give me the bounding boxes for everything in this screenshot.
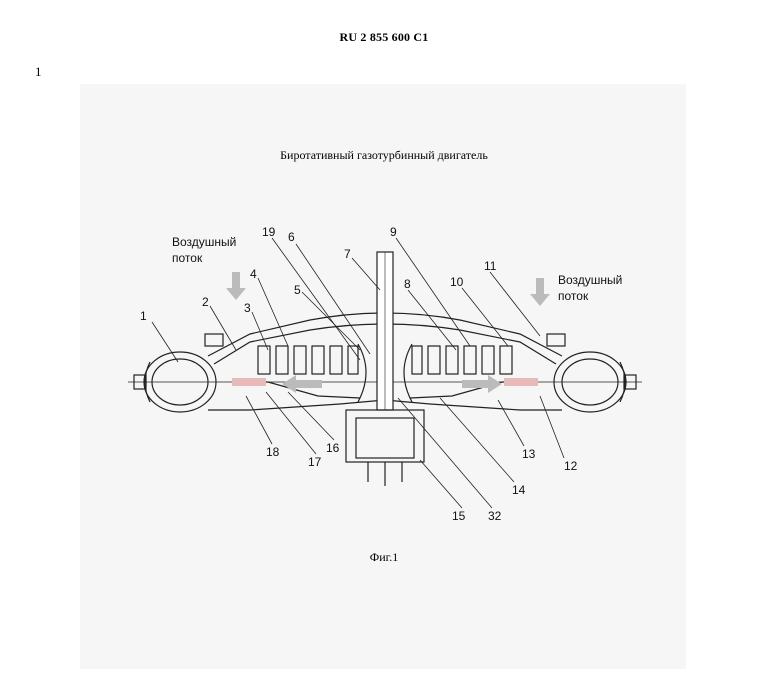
part-label-2: 2: [202, 295, 209, 309]
part-label-1: 1: [140, 309, 147, 323]
part-label-9: 9: [390, 225, 397, 239]
page-number: 1: [35, 64, 42, 79]
right-internal-flow-arrow: [462, 375, 502, 393]
right-hub-curve: [403, 343, 413, 403]
part-label-13: 13: [522, 447, 536, 461]
right-airflow-label-line2: поток: [558, 289, 589, 303]
right-airflow-arrow: [530, 278, 550, 306]
part-label-18: 18: [266, 445, 280, 459]
left-compressor-blades: [257, 345, 359, 375]
part-label-11: 11: [484, 259, 497, 273]
part-label-4: 4: [250, 267, 257, 281]
part-label-15: 15: [452, 509, 466, 523]
right-airflow-label-line1: Воздушный: [558, 273, 622, 287]
right-hot-gas: [504, 378, 538, 386]
part-label-10: 10: [450, 275, 464, 289]
left-end-bolt: [133, 374, 147, 390]
figure-caption: Фиг.1: [369, 550, 399, 564]
part-label-14: 14: [512, 483, 526, 497]
patent-header: RU 2 855 600 C1: [339, 30, 429, 44]
part-label-19: 19: [262, 225, 276, 239]
left-hot-gas: [232, 378, 266, 386]
part-label-32: 32: [488, 509, 502, 523]
left-flange: [204, 333, 224, 347]
left-airflow-label-line1: Воздушный: [172, 235, 236, 249]
left-internal-flow-arrow: [282, 375, 322, 393]
right-compressor-blades: [411, 345, 513, 375]
right-flange: [546, 333, 566, 347]
part-label-5: 5: [294, 283, 301, 297]
right-combustion-chamber: [553, 351, 627, 413]
left-airflow-arrow: [226, 272, 246, 300]
left-airflow-label-line2: поток: [172, 251, 203, 265]
left-hub-curve: [357, 343, 367, 403]
part-label-6: 6: [288, 230, 295, 244]
right-end-bolt: [623, 374, 637, 390]
part-label-16: 16: [326, 441, 340, 455]
part-label-17: 17: [308, 455, 322, 469]
part-label-3: 3: [244, 301, 251, 315]
left-combustion-chamber: [143, 351, 217, 413]
leader-lines: [151, 237, 565, 509]
part-label-8: 8: [404, 277, 411, 291]
figure-title: Биротативный газотурбинный двигатель: [280, 148, 488, 162]
part-label-7: 7: [344, 247, 351, 261]
part-label-12: 12: [564, 459, 578, 473]
